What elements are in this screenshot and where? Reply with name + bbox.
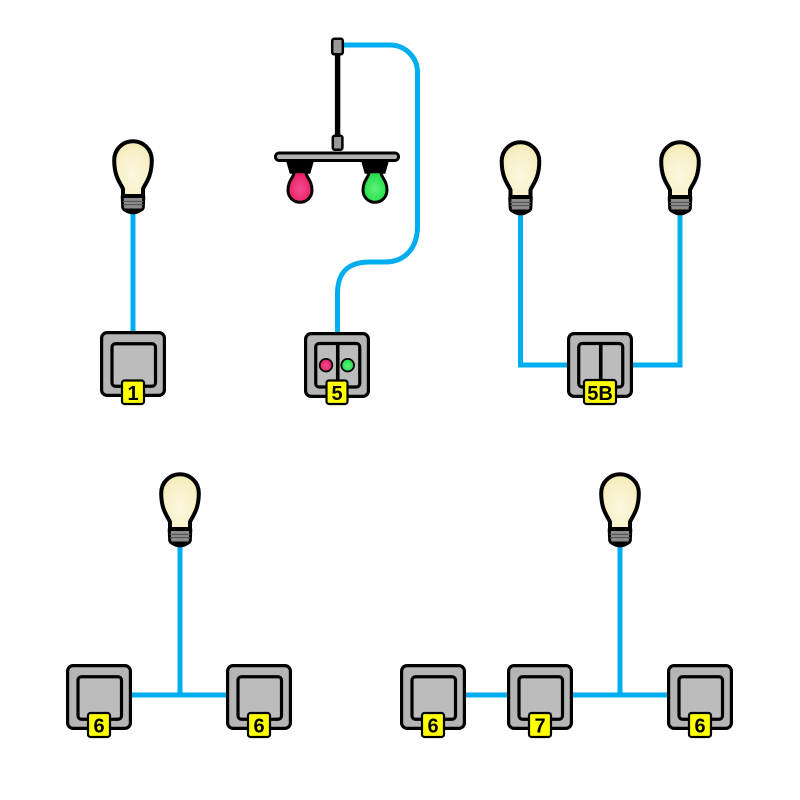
svg-text:5: 5 <box>331 383 342 405</box>
svg-text:6: 6 <box>694 716 705 738</box>
svg-text:6: 6 <box>93 716 104 738</box>
svg-text:6: 6 <box>253 716 264 738</box>
svg-text:7: 7 <box>534 716 545 738</box>
svg-text:6: 6 <box>427 716 438 738</box>
svg-text:5B: 5B <box>587 383 613 405</box>
svg-text:1: 1 <box>127 383 138 405</box>
